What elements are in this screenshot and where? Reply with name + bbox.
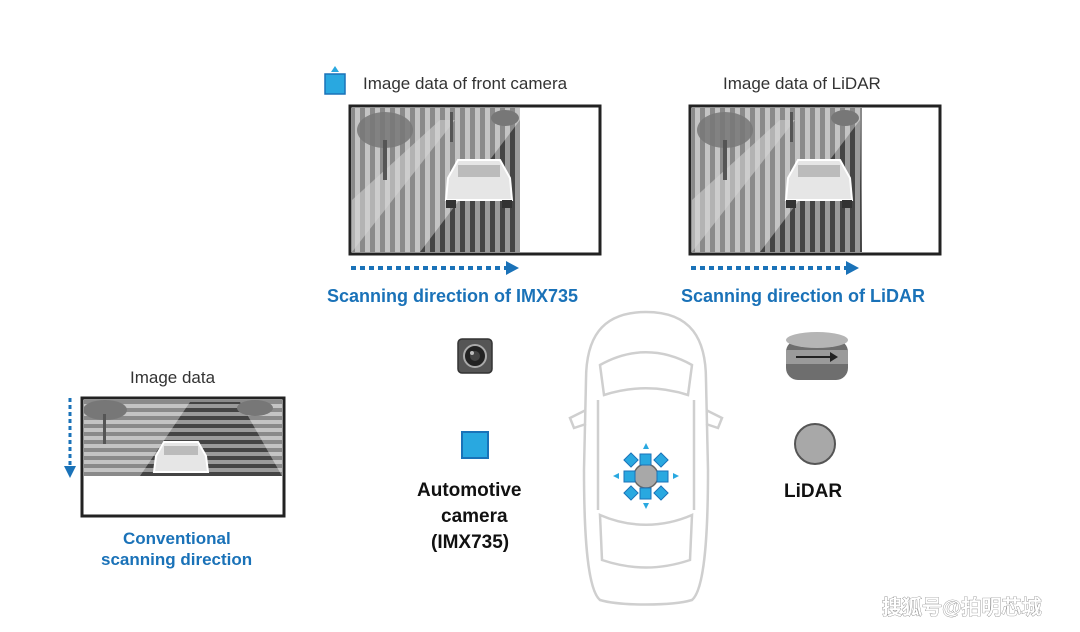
car-silhouette-icon: [784, 159, 854, 208]
conventional-scan-arrowhead: [64, 466, 76, 478]
lidar-sensor-icon: [786, 332, 848, 380]
gray-circle-icon: [794, 423, 836, 465]
car-silhouette-icon: [152, 441, 210, 473]
conventional-title: Image data: [130, 368, 216, 387]
car-silhouette-icon: [444, 159, 514, 208]
lidar-label: LiDAR: [784, 481, 842, 502]
blue-square-icon: [461, 431, 489, 459]
camera-lens-icon: [457, 338, 493, 374]
camera-label-line3: (IMX735): [431, 532, 509, 553]
front-camera-title: Image data of front camera: [363, 74, 568, 93]
lidar-caption: Scanning direction of LiDAR: [681, 286, 925, 306]
conventional-image: [84, 400, 282, 476]
conventional-caption-line1: Conventional: [123, 529, 231, 548]
conventional-panel: Image data Conventional scanning directi…: [64, 368, 286, 569]
watermark: 搜狐号@拍明芯城: [882, 595, 1042, 619]
lidar-image: [692, 108, 862, 252]
front-camera-image: [352, 108, 520, 252]
sensor-cluster-icon: [613, 443, 679, 509]
conventional-caption-line2: scanning direction: [101, 550, 252, 569]
vehicle-top-view: [568, 310, 724, 606]
lidar-scan-arrowhead: [846, 261, 859, 275]
front-scan-arrowhead: [506, 261, 519, 275]
front-camera-panel: Image data of front camera Scanning dire…: [324, 66, 602, 306]
lidar-panel-title: Image data of LiDAR: [723, 74, 881, 93]
camera-label-line2: camera: [441, 506, 508, 527]
lidar-panel: Image data of LiDAR Scanning direction o…: [681, 74, 942, 306]
camera-label-line1: Automotive: [417, 480, 522, 501]
front-camera-caption: Scanning direction of IMX735: [327, 286, 578, 306]
blue-square-with-up-arrow-icon: [324, 66, 346, 95]
